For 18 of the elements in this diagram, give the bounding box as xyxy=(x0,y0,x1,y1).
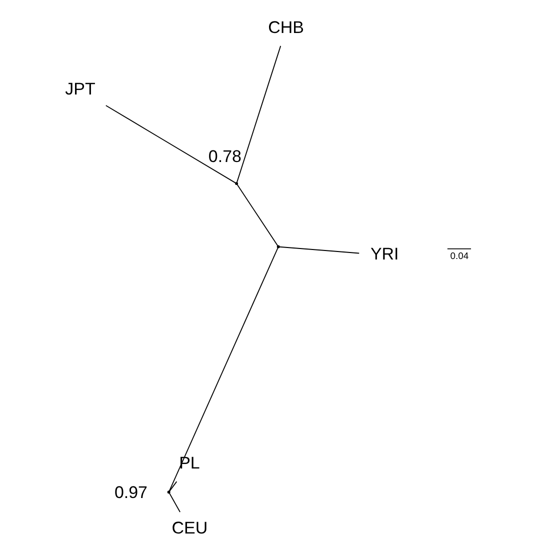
connector xyxy=(236,45,282,184)
connector xyxy=(236,184,278,246)
node-text: CHB xyxy=(268,18,304,37)
node-point xyxy=(167,490,170,494)
node-text: CEU xyxy=(172,518,208,538)
node-point xyxy=(276,245,280,248)
connector xyxy=(169,481,178,492)
label: 0.04 xyxy=(450,250,469,262)
node-label: 0.78 xyxy=(208,147,242,166)
node-point xyxy=(235,182,238,186)
node-label: 0.97 xyxy=(114,482,148,502)
connector xyxy=(168,247,278,492)
connector xyxy=(279,246,360,254)
connector xyxy=(105,105,236,184)
connector xyxy=(168,492,181,513)
node-text: PL xyxy=(179,454,200,473)
node-text: YRI xyxy=(370,244,399,264)
node-text: JPT xyxy=(65,79,96,98)
